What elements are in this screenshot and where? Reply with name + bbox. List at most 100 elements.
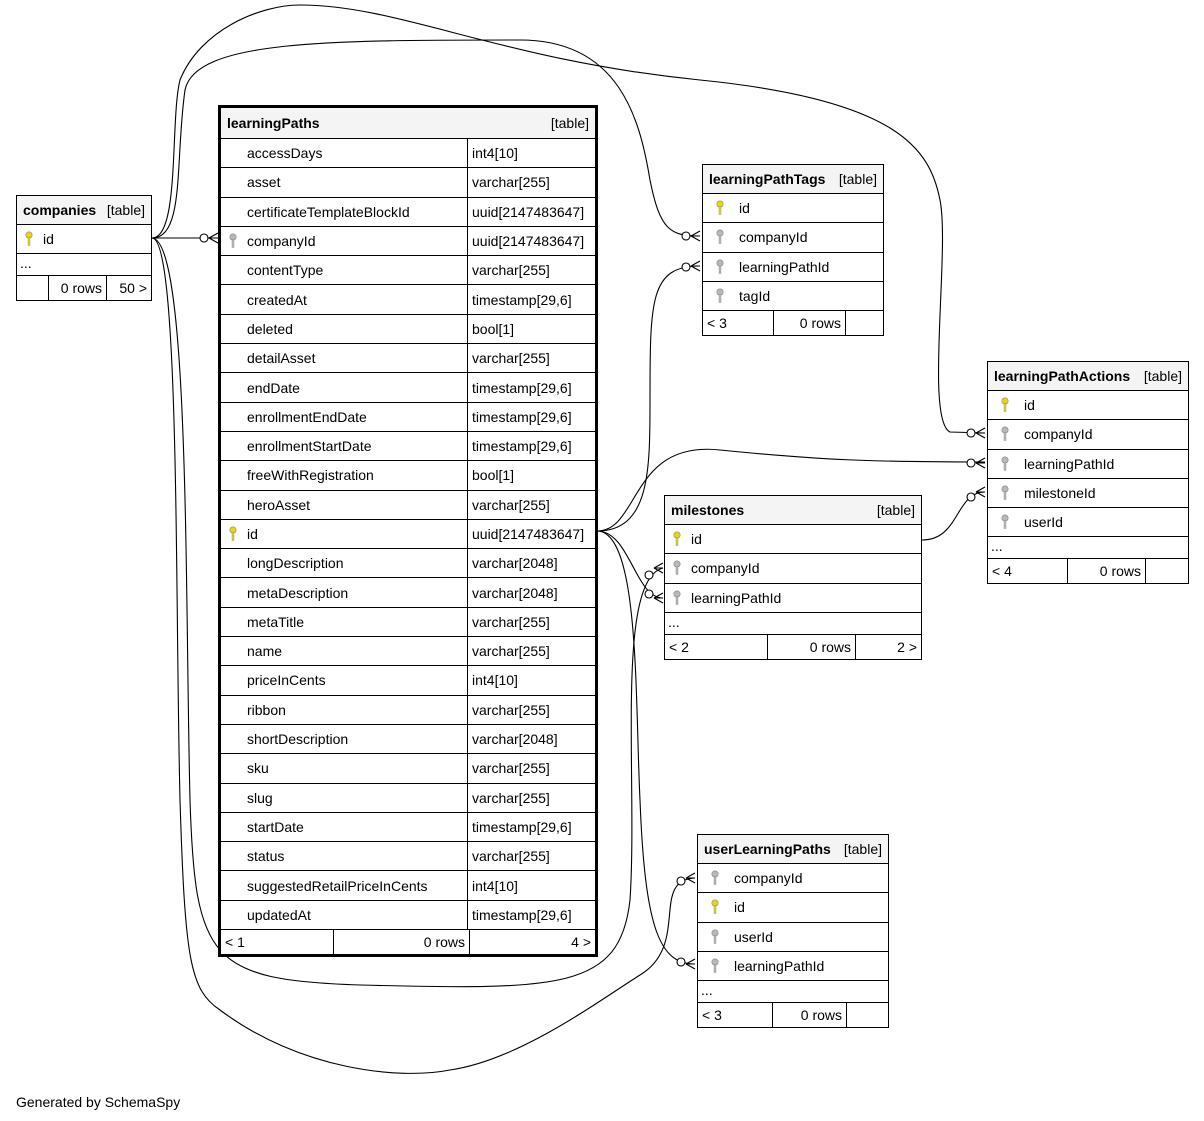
column-row[interactable]: learningPathId (665, 584, 921, 613)
column-name: id (1024, 397, 1035, 414)
table-companies[interactable]: companies [table] id ... 0 rows 50 > (16, 195, 152, 302)
column-name-cell: id (703, 194, 883, 222)
column-row[interactable]: companyId (988, 420, 1188, 450)
column-type: varchar[255] (467, 842, 595, 871)
column-row[interactable]: id (988, 391, 1188, 421)
table-name[interactable]: userLearningPaths (704, 841, 831, 857)
no-key-spacer (221, 813, 245, 841)
column-name-cell: companyId (698, 864, 888, 892)
table-footer: < 4 0 rows (988, 559, 1188, 584)
column-name: startDate (247, 818, 304, 835)
foreign-key-icon (698, 952, 732, 980)
table-footer: < 3 0 rows (698, 1003, 888, 1028)
column-name-cell: id (698, 893, 888, 921)
children-count[interactable]: 2 > (897, 638, 917, 655)
column-name-cell: heroAsset (221, 491, 467, 519)
column-list: id (17, 225, 151, 255)
column-name: learningPathId (1024, 455, 1115, 472)
column-name: learningPathId (691, 589, 782, 606)
children-count[interactable]: 50 > (119, 280, 147, 297)
column-name-cell: updatedAt (221, 901, 467, 929)
parents-count[interactable]: < 2 (665, 634, 768, 659)
link-learningPaths-learningPathActions (596, 448, 986, 532)
column-row[interactable]: learningPathId (988, 450, 1188, 479)
primary-key-icon (988, 391, 1022, 419)
column-name-cell: userId (988, 508, 1188, 536)
column-type: timestamp[29,6] (467, 900, 595, 930)
table-name[interactable]: learningPaths (227, 115, 320, 131)
children-count[interactable]: 4 > (571, 934, 591, 951)
column-name-cell: longDescription (221, 549, 467, 577)
primary-key-icon (17, 225, 41, 253)
column-name: userId (734, 928, 773, 945)
column-row[interactable]: id (703, 194, 883, 224)
column-row[interactable]: id (698, 893, 888, 923)
column-row[interactable]: id (665, 525, 921, 555)
column-row[interactable]: deleted bool[1] (221, 314, 595, 345)
table-name[interactable]: learningPathActions (994, 368, 1131, 384)
column-row[interactable]: tagId (703, 282, 883, 312)
column-row[interactable]: companyId (703, 223, 883, 253)
table-name[interactable]: milestones (671, 502, 745, 518)
parents-count[interactable]: < 4 (988, 559, 1068, 584)
no-key-spacer (221, 754, 245, 782)
column-name: contentType (247, 262, 324, 279)
column-name-cell: contentType (221, 256, 467, 284)
column-type: bool[1] (467, 314, 595, 344)
parents-count[interactable]: < 3 (703, 311, 774, 336)
column-row[interactable]: learningPathId (703, 253, 883, 282)
column-name: deleted (247, 320, 293, 337)
table-header: learningPathTags [table] (703, 165, 883, 194)
parents-count[interactable]: < 1 (221, 930, 334, 955)
column-row[interactable]: companyId (698, 864, 888, 894)
column-row[interactable]: userId (988, 508, 1188, 538)
table-name[interactable]: companies (23, 202, 97, 218)
column-row[interactable]: learningPathId (698, 952, 888, 982)
primary-key-icon (665, 525, 689, 553)
column-name: id (739, 200, 750, 217)
no-key-spacer (221, 842, 245, 870)
column-row[interactable]: milestoneId (988, 479, 1188, 509)
no-key-spacer (221, 725, 245, 753)
column-name: suggestedRetailPriceInCents (247, 877, 428, 894)
column-row[interactable]: id (17, 225, 151, 255)
column-row[interactable]: companyId (665, 554, 921, 584)
table-name[interactable]: learningPathTags (709, 171, 826, 187)
column-row[interactable]: userId (698, 923, 888, 952)
column-name: certificateTemplateBlockId (247, 203, 410, 220)
column-name: userId (1024, 514, 1063, 531)
parents-count[interactable]: < 3 (698, 1003, 773, 1028)
table-type: [table] (838, 171, 877, 187)
